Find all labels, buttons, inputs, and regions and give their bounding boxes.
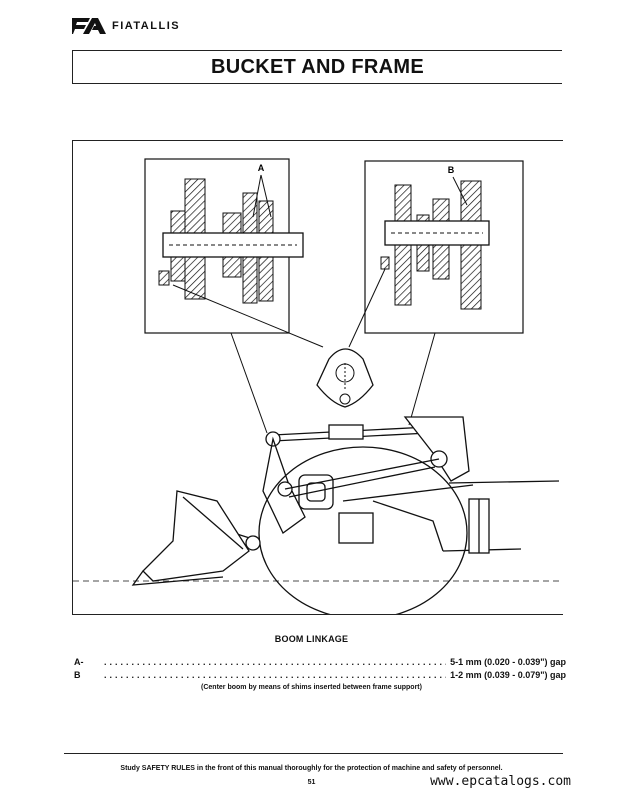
safety-notice: Study SAFETY RULES in the front of this … <box>120 765 503 772</box>
leader-dots: ........................................… <box>104 670 566 680</box>
spec-key: B <box>74 670 81 680</box>
spec-row-a: A- .....................................… <box>74 657 566 669</box>
title-box: BUCKET AND FRAME <box>72 50 562 84</box>
figure-caption: BOOM LINKAGE <box>274 634 349 644</box>
spec-key: A- <box>74 657 84 667</box>
boom-linkage-figure: A B <box>72 140 563 615</box>
detail-b-view: B <box>364 160 524 334</box>
spec-value: 1-2 mm (0.039 - 0.079") gap <box>446 670 566 680</box>
logo-text: FIATALLIS <box>112 20 181 32</box>
page-number: 51 <box>307 779 316 786</box>
callout-b: B <box>448 165 455 175</box>
footer-divider <box>64 753 563 754</box>
boom-linkage-drawing: A B <box>73 158 563 614</box>
fiatallis-logo-icon <box>72 18 106 34</box>
shim-plate <box>316 348 374 408</box>
shim-note: (Center boom by means of shims inserted … <box>201 684 422 691</box>
page-title: BUCKET AND FRAME <box>211 55 424 78</box>
brand-logo: FIATALLIS <box>72 18 180 34</box>
callout-a: A <box>258 163 265 173</box>
leader-dots: ........................................… <box>104 657 566 667</box>
detail-a-view: A <box>144 158 304 334</box>
spec-value: 5-1 mm (0.020 - 0.039") gap <box>446 657 566 667</box>
watermark: www.epcatalogs.com <box>430 774 571 789</box>
loader-linkage <box>73 416 563 614</box>
spec-row-b: B ......................................… <box>74 670 566 682</box>
